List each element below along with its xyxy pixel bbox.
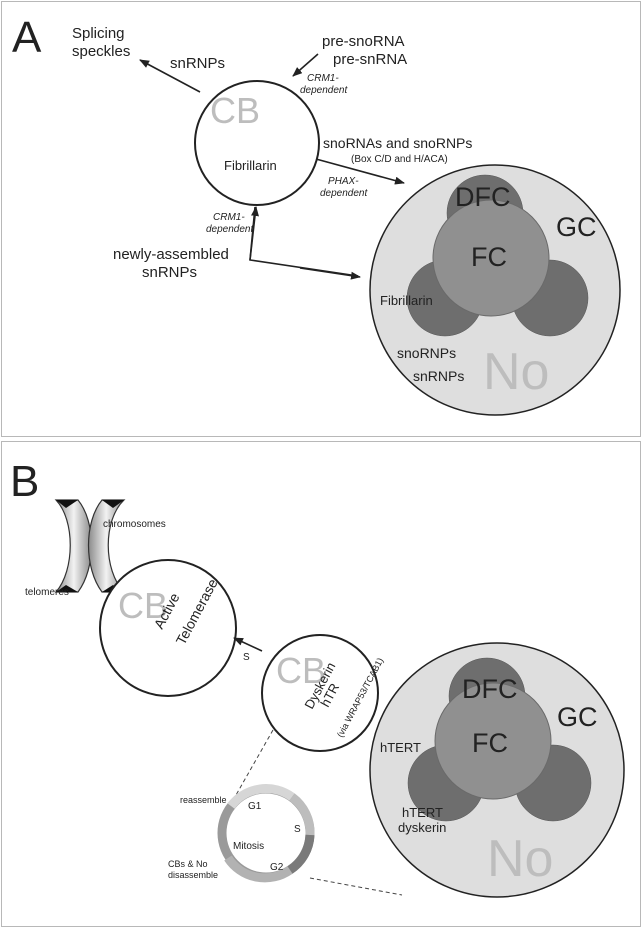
fc-a — [432, 199, 550, 317]
phax-label-2: dependent — [320, 188, 368, 199]
cell-cycle-ring — [217, 784, 315, 883]
fc-b — [434, 682, 552, 800]
splicing-speckles-label-1: Splicing — [72, 25, 125, 42]
no-label-b: No — [487, 830, 553, 888]
arrow-newly-to-nucleolus — [299, 267, 361, 280]
snrnps-out-label: snRNPs — [170, 55, 225, 72]
cb-label-b-right: CB — [276, 650, 326, 691]
arrow-cb-to-speckles — [139, 59, 201, 93]
chromosomes-graphic — [54, 499, 126, 593]
arrow-newly-to-cb — [249, 206, 259, 261]
panel-b-letter: B — [10, 457, 39, 506]
arrow-newly-path — [249, 206, 359, 277]
s-phase-label: S — [294, 824, 301, 835]
box-cd-label: (Box C/D and H/ACA) — [351, 154, 448, 165]
cajal-body-dyskerin — [261, 634, 379, 752]
cajal-body-a — [194, 80, 320, 206]
gc-label-b: GC — [557, 702, 598, 732]
chromosomes-label: chromosomes — [103, 519, 166, 530]
arrow-pre-rna-to-cb — [292, 53, 319, 77]
gc-label-a: GC — [556, 212, 597, 242]
crm1-left-label-1: CRM1- — [213, 212, 245, 223]
fibrillarin-cb-label: Fibrillarin — [224, 158, 277, 173]
splicing-speckles-label-2: speckles — [72, 43, 130, 60]
dyskerin-no-label: dyskerin — [398, 820, 446, 835]
s-arrow-label: S — [243, 652, 250, 663]
pre-snorna-label: pre-snoRNA — [322, 33, 405, 50]
cb-label-b-left: CB — [118, 585, 168, 626]
newly-assembled-label-1: newly-assembled — [113, 246, 229, 263]
fc-label-b: FC — [472, 728, 508, 758]
arrow-s-to-telomere-cb — [233, 637, 263, 652]
dfc-label-b: DFC — [462, 674, 518, 704]
g1-label: G1 — [248, 801, 262, 812]
cb-label-a: CB — [210, 90, 260, 131]
mitosis-label: Mitosis — [233, 841, 264, 852]
crm1-top-label-2: dependent — [300, 85, 348, 96]
fc-label-a: FC — [471, 242, 507, 272]
htert-label: hTERT — [380, 740, 421, 755]
snornps-no-label: snoRNPs — [397, 345, 456, 361]
snornas-snornps-label: snoRNAs and snoRNPs — [323, 135, 472, 151]
crm1-left-label-2: dependent — [206, 224, 254, 235]
cbs-no-label-2: disassemble — [168, 870, 218, 880]
snrnps-no-label: snRNPs — [413, 368, 464, 384]
zoom-line-1 — [235, 729, 274, 796]
telomeres-label: telomeres — [25, 587, 69, 598]
newly-assembled-label-2: snRNPs — [142, 264, 197, 281]
htert-label-2: hTERT — [402, 805, 443, 820]
phax-label-1: PHAX- — [328, 176, 359, 187]
fibrillarin-no-label: Fibrillarin — [380, 293, 433, 308]
panel-a-letter: A — [12, 13, 42, 62]
cajal-body-telomere — [99, 559, 237, 697]
pre-snrna-label: pre-snRNA — [333, 51, 407, 68]
cbs-no-label-1: CBs & No — [168, 859, 208, 869]
no-label-a: No — [483, 343, 549, 401]
arrow-cb-to-nucleolus — [315, 158, 405, 185]
zoom-line-2 — [309, 877, 403, 896]
g2-label: G2 — [270, 862, 284, 873]
crm1-top-label-1: CRM1- — [307, 73, 339, 84]
reassemble-label: reassemble — [180, 795, 227, 805]
dfc-label-a: DFC — [455, 182, 511, 212]
